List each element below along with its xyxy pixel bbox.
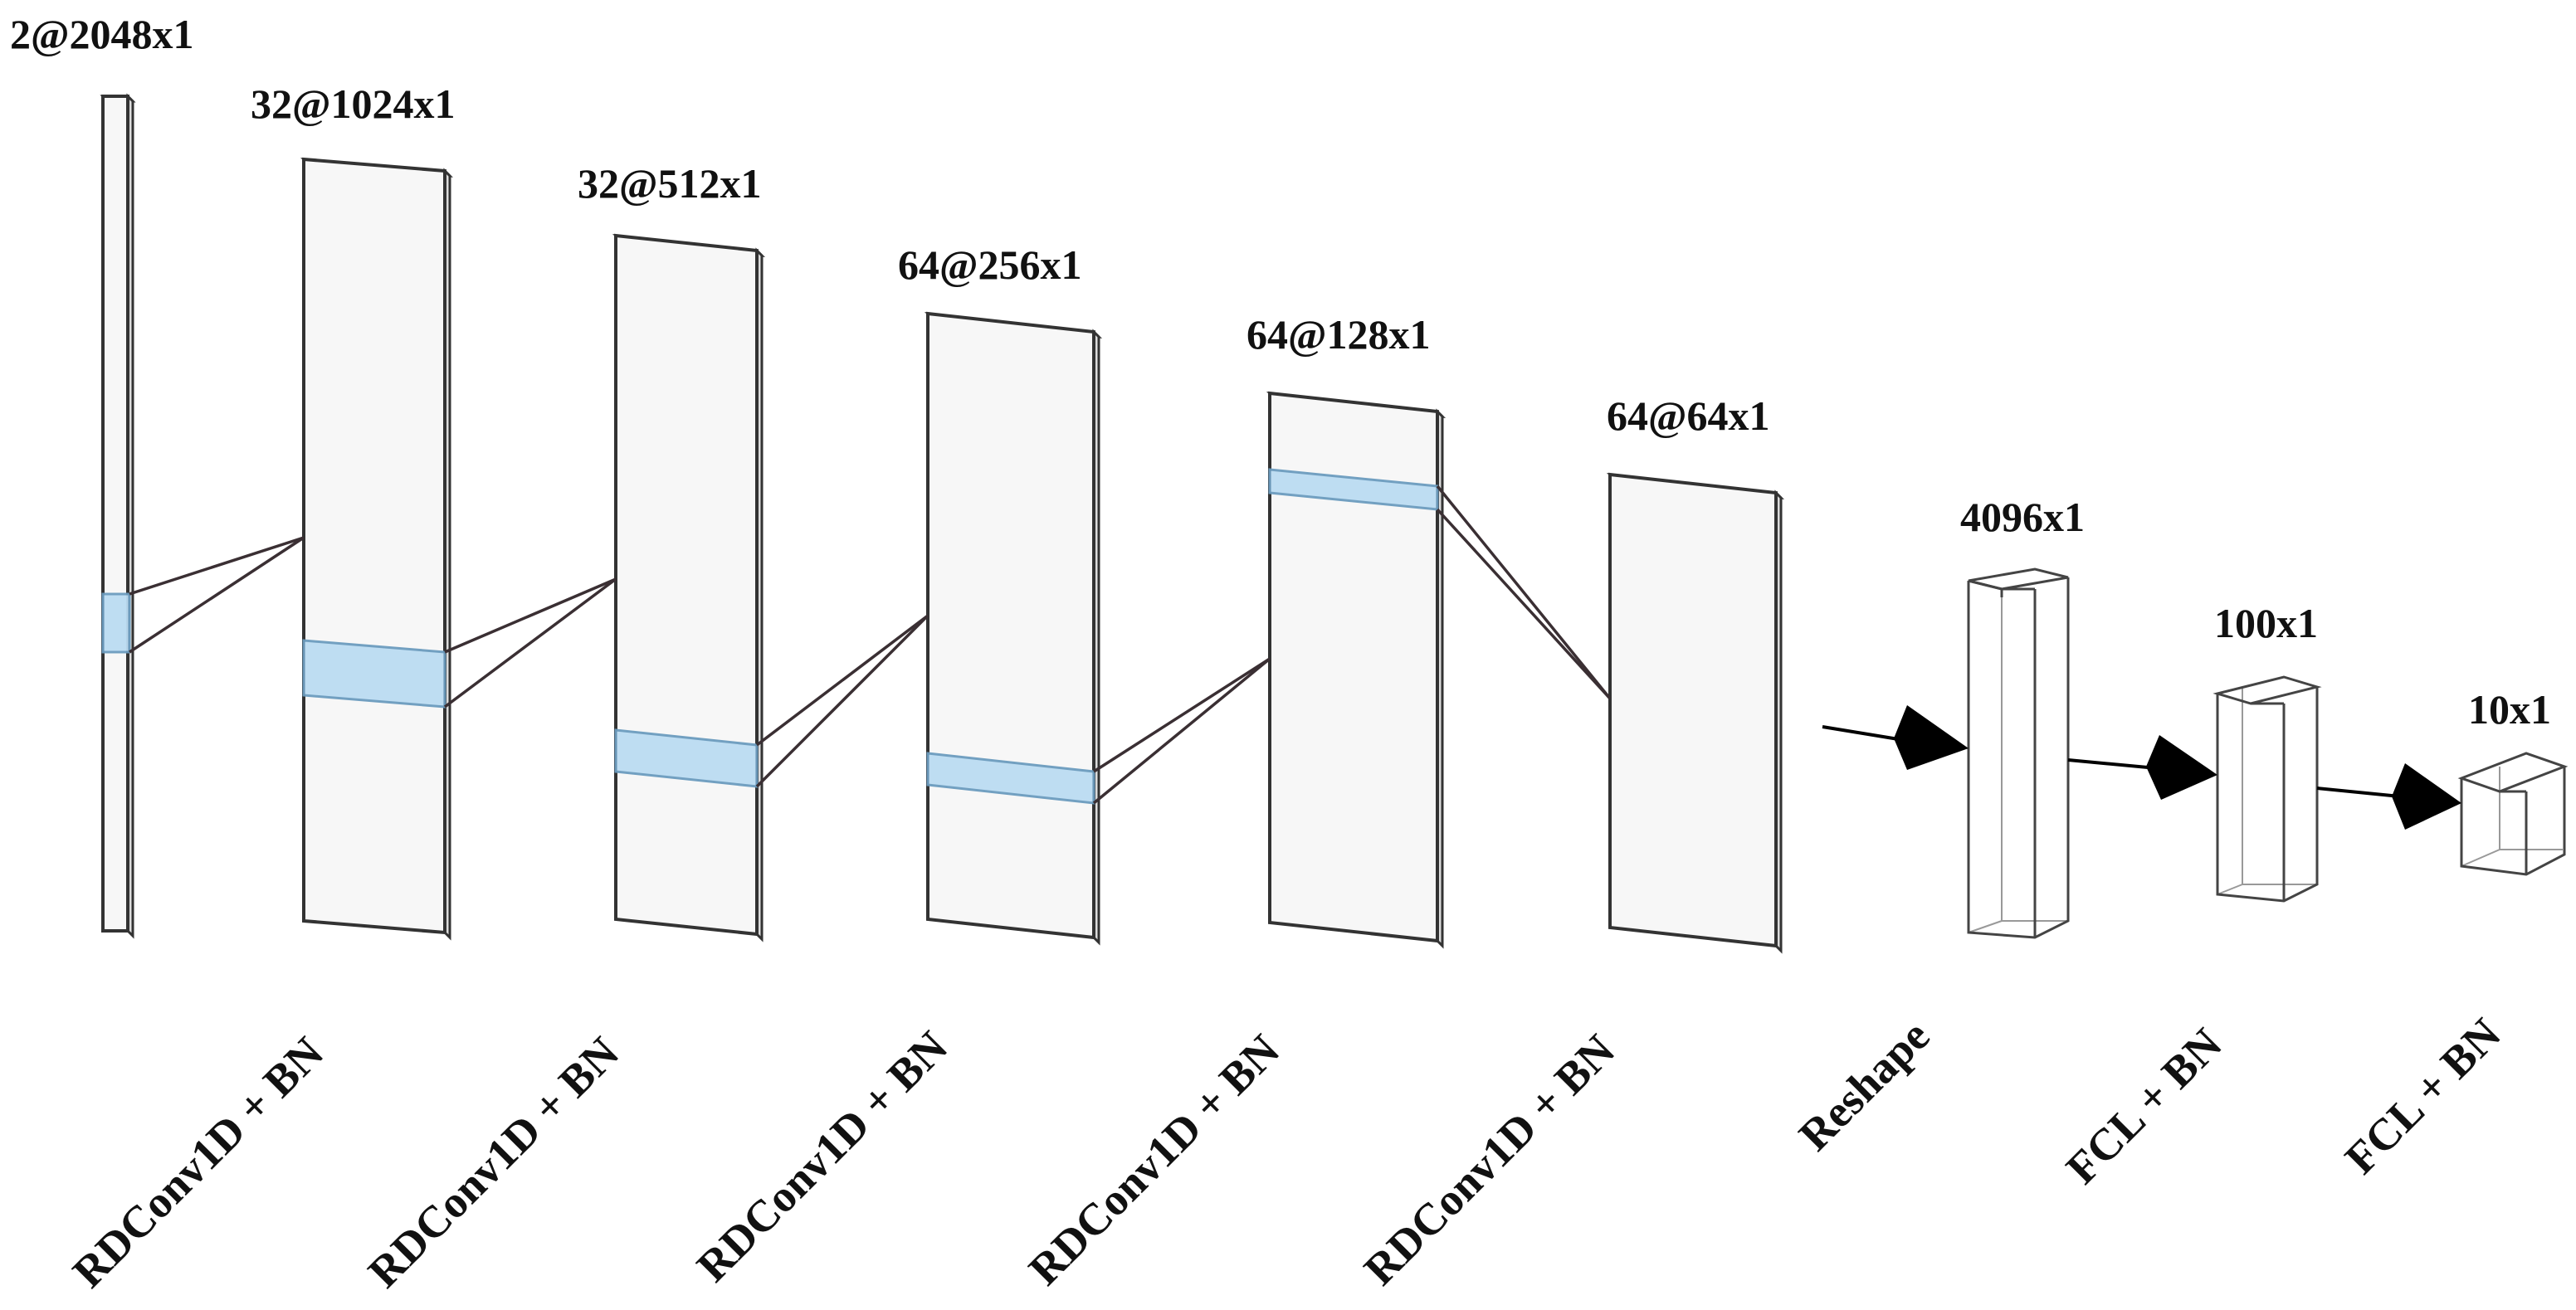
dense-2-dim-label: 100x1: [2214, 600, 2318, 646]
layer-2-dim-label: 32@1024x1: [251, 80, 456, 127]
layer-1-dim-label: 2@2048x1: [10, 11, 194, 57]
operation-label-3: RDConv1D + BN: [687, 1021, 957, 1291]
kernel-window-layer-2: [302, 639, 446, 709]
feature-map-layer-1: [100, 93, 136, 939]
operation-label-1: RDConv1D + BN: [63, 1027, 333, 1297]
feature-map-layer-2: [300, 157, 453, 941]
operation-label-6: Reshape: [1789, 1011, 1939, 1160]
feature-map-layer-4: [924, 311, 1103, 946]
feature-map-layer-3: [612, 233, 766, 942]
dense-block-100: [2213, 675, 2322, 903]
arrow-icon: [2146, 735, 2217, 800]
operation-label-8: FCL + BN: [2335, 1009, 2510, 1184]
operation-label-7: FCL + BN: [2056, 1019, 2232, 1194]
dense-3-dim-label: 10x1: [2468, 686, 2551, 733]
receptive-field-connectors: [129, 485, 1612, 805]
dense-1-dim-label: 4096x1: [1960, 494, 2085, 540]
feature-map-layer-5: [1266, 391, 1447, 949]
layer-4-dim-label: 64@256x1: [898, 241, 1082, 288]
kernel-window-layer-1: [101, 592, 131, 654]
dense-block-10: [2457, 752, 2569, 876]
operation-label-2: RDConv1D + BN: [359, 1027, 628, 1297]
dense-block-4096: [1967, 567, 2070, 939]
feature-map-layer-6: [1606, 472, 1785, 954]
operation-label-5: RDConv1D + BN: [1354, 1025, 1624, 1294]
arrow-icon: [1894, 705, 1969, 770]
layer-6-dim-label: 64@64x1: [1607, 392, 1770, 439]
layer-3-dim-label: 32@512x1: [578, 160, 762, 207]
flow-arrows: [1822, 705, 2461, 830]
arrow-icon: [2392, 763, 2461, 830]
operation-label-4: RDConv1D + BN: [1019, 1025, 1289, 1294]
layer-5-dim-label: 64@128x1: [1247, 311, 1431, 358]
